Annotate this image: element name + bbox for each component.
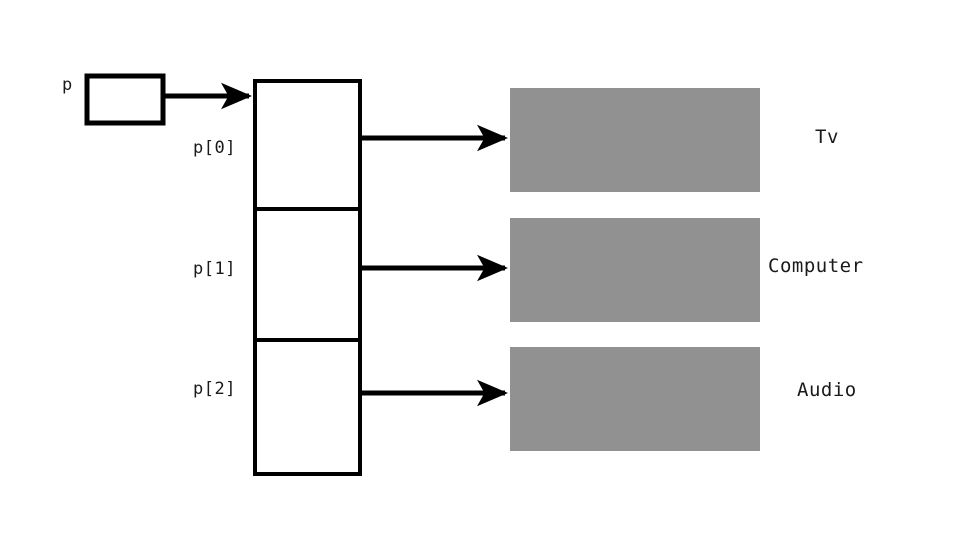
array-outline	[253, 79, 362, 476]
array-index-label-2: p[2]	[193, 379, 236, 399]
value-box-1	[510, 218, 760, 322]
value-box-2	[510, 347, 760, 451]
value-box-0	[510, 88, 760, 192]
pointer-box	[84, 73, 166, 126]
value-label-2: Audio	[797, 379, 857, 401]
array-index-label-0: p[0]	[193, 138, 236, 158]
array-index-label-1: p[1]	[193, 259, 236, 279]
value-label-1: Computer	[768, 255, 864, 277]
pointer-label: p	[62, 75, 73, 95]
value-label-0: Tv	[815, 126, 839, 148]
